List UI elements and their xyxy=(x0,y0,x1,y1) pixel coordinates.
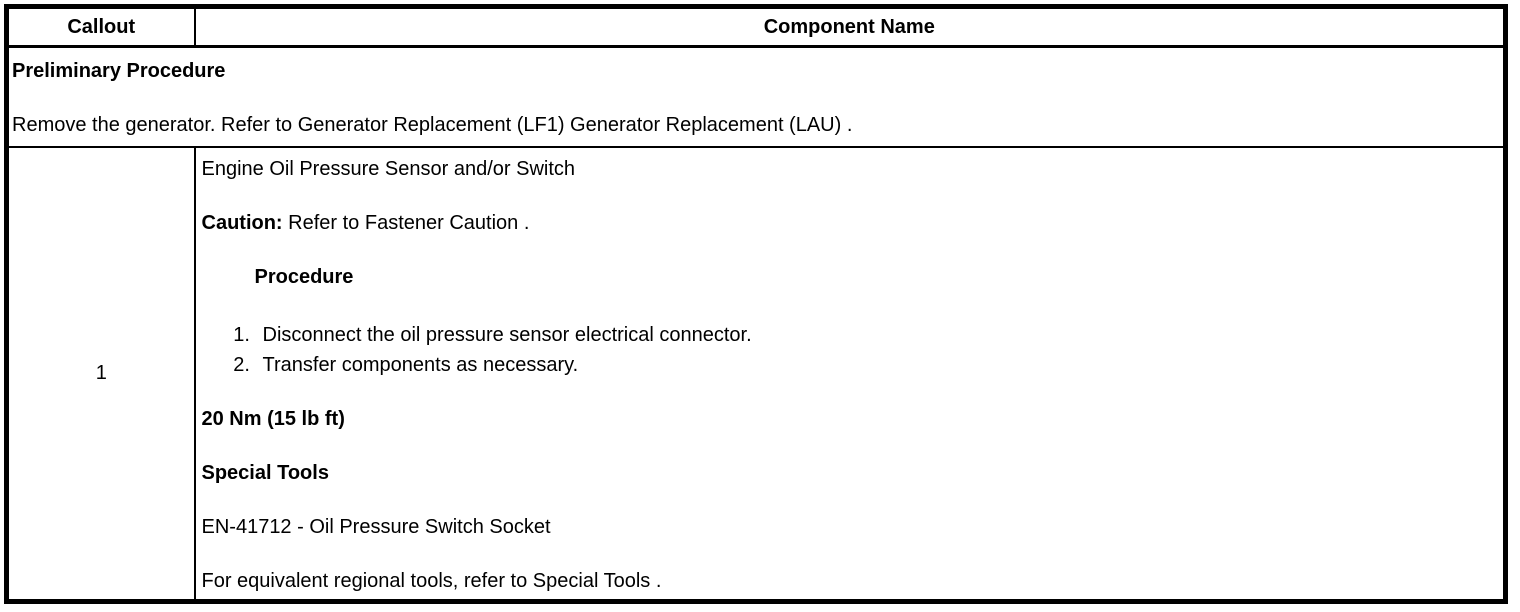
component-details-cell: Engine Oil Pressure Sensor and/or Switch… xyxy=(193,145,1507,603)
procedure-title: Procedure xyxy=(254,265,354,288)
caution-line: Caution: Refer to Fastener Caution . xyxy=(202,212,1496,235)
torque-spec-text: 20 Nm (15 lb ft) xyxy=(201,407,345,430)
callout-number: 1 xyxy=(95,361,107,384)
preliminary-procedure-row: Preliminary Procedure Remove the generat… xyxy=(5,45,1507,148)
component-name-text: Engine Oil Pressure Sensor and/or Switch xyxy=(201,157,576,180)
procedure-step: Transfer components as necessary. xyxy=(256,350,1496,380)
component-name-column-header: Component Name xyxy=(193,5,1507,48)
special-tools-title: Special Tools xyxy=(201,461,329,484)
component-callout-table: Callout Component Name Preliminary Proce… xyxy=(4,4,1508,604)
callout-column-header: Callout xyxy=(5,5,196,48)
preliminary-procedure-text: Remove the generator. Refer to Generator… xyxy=(12,114,853,136)
special-tool-text: EN-41712 - Oil Pressure Switch Socket xyxy=(201,515,551,538)
callout-cell: 1 xyxy=(5,145,196,603)
preliminary-procedure-title: Preliminary Procedure xyxy=(12,60,226,82)
caution-text: Refer to Fastener Caution . xyxy=(288,211,530,234)
component-row: 1 Engine Oil Pressure Sensor and/or Swit… xyxy=(5,145,1507,603)
procedure-steps-list: Disconnect the oil pressure sensor elect… xyxy=(202,320,1496,380)
equivalent-tools-text: For equivalent regional tools, refer to … xyxy=(201,569,662,592)
table-header-row: Callout Component Name xyxy=(5,5,1507,48)
preliminary-procedure-cell: Preliminary Procedure Remove the generat… xyxy=(5,45,1507,148)
caution-label: Caution: xyxy=(201,211,283,234)
procedure-step: Disconnect the oil pressure sensor elect… xyxy=(256,320,1496,350)
